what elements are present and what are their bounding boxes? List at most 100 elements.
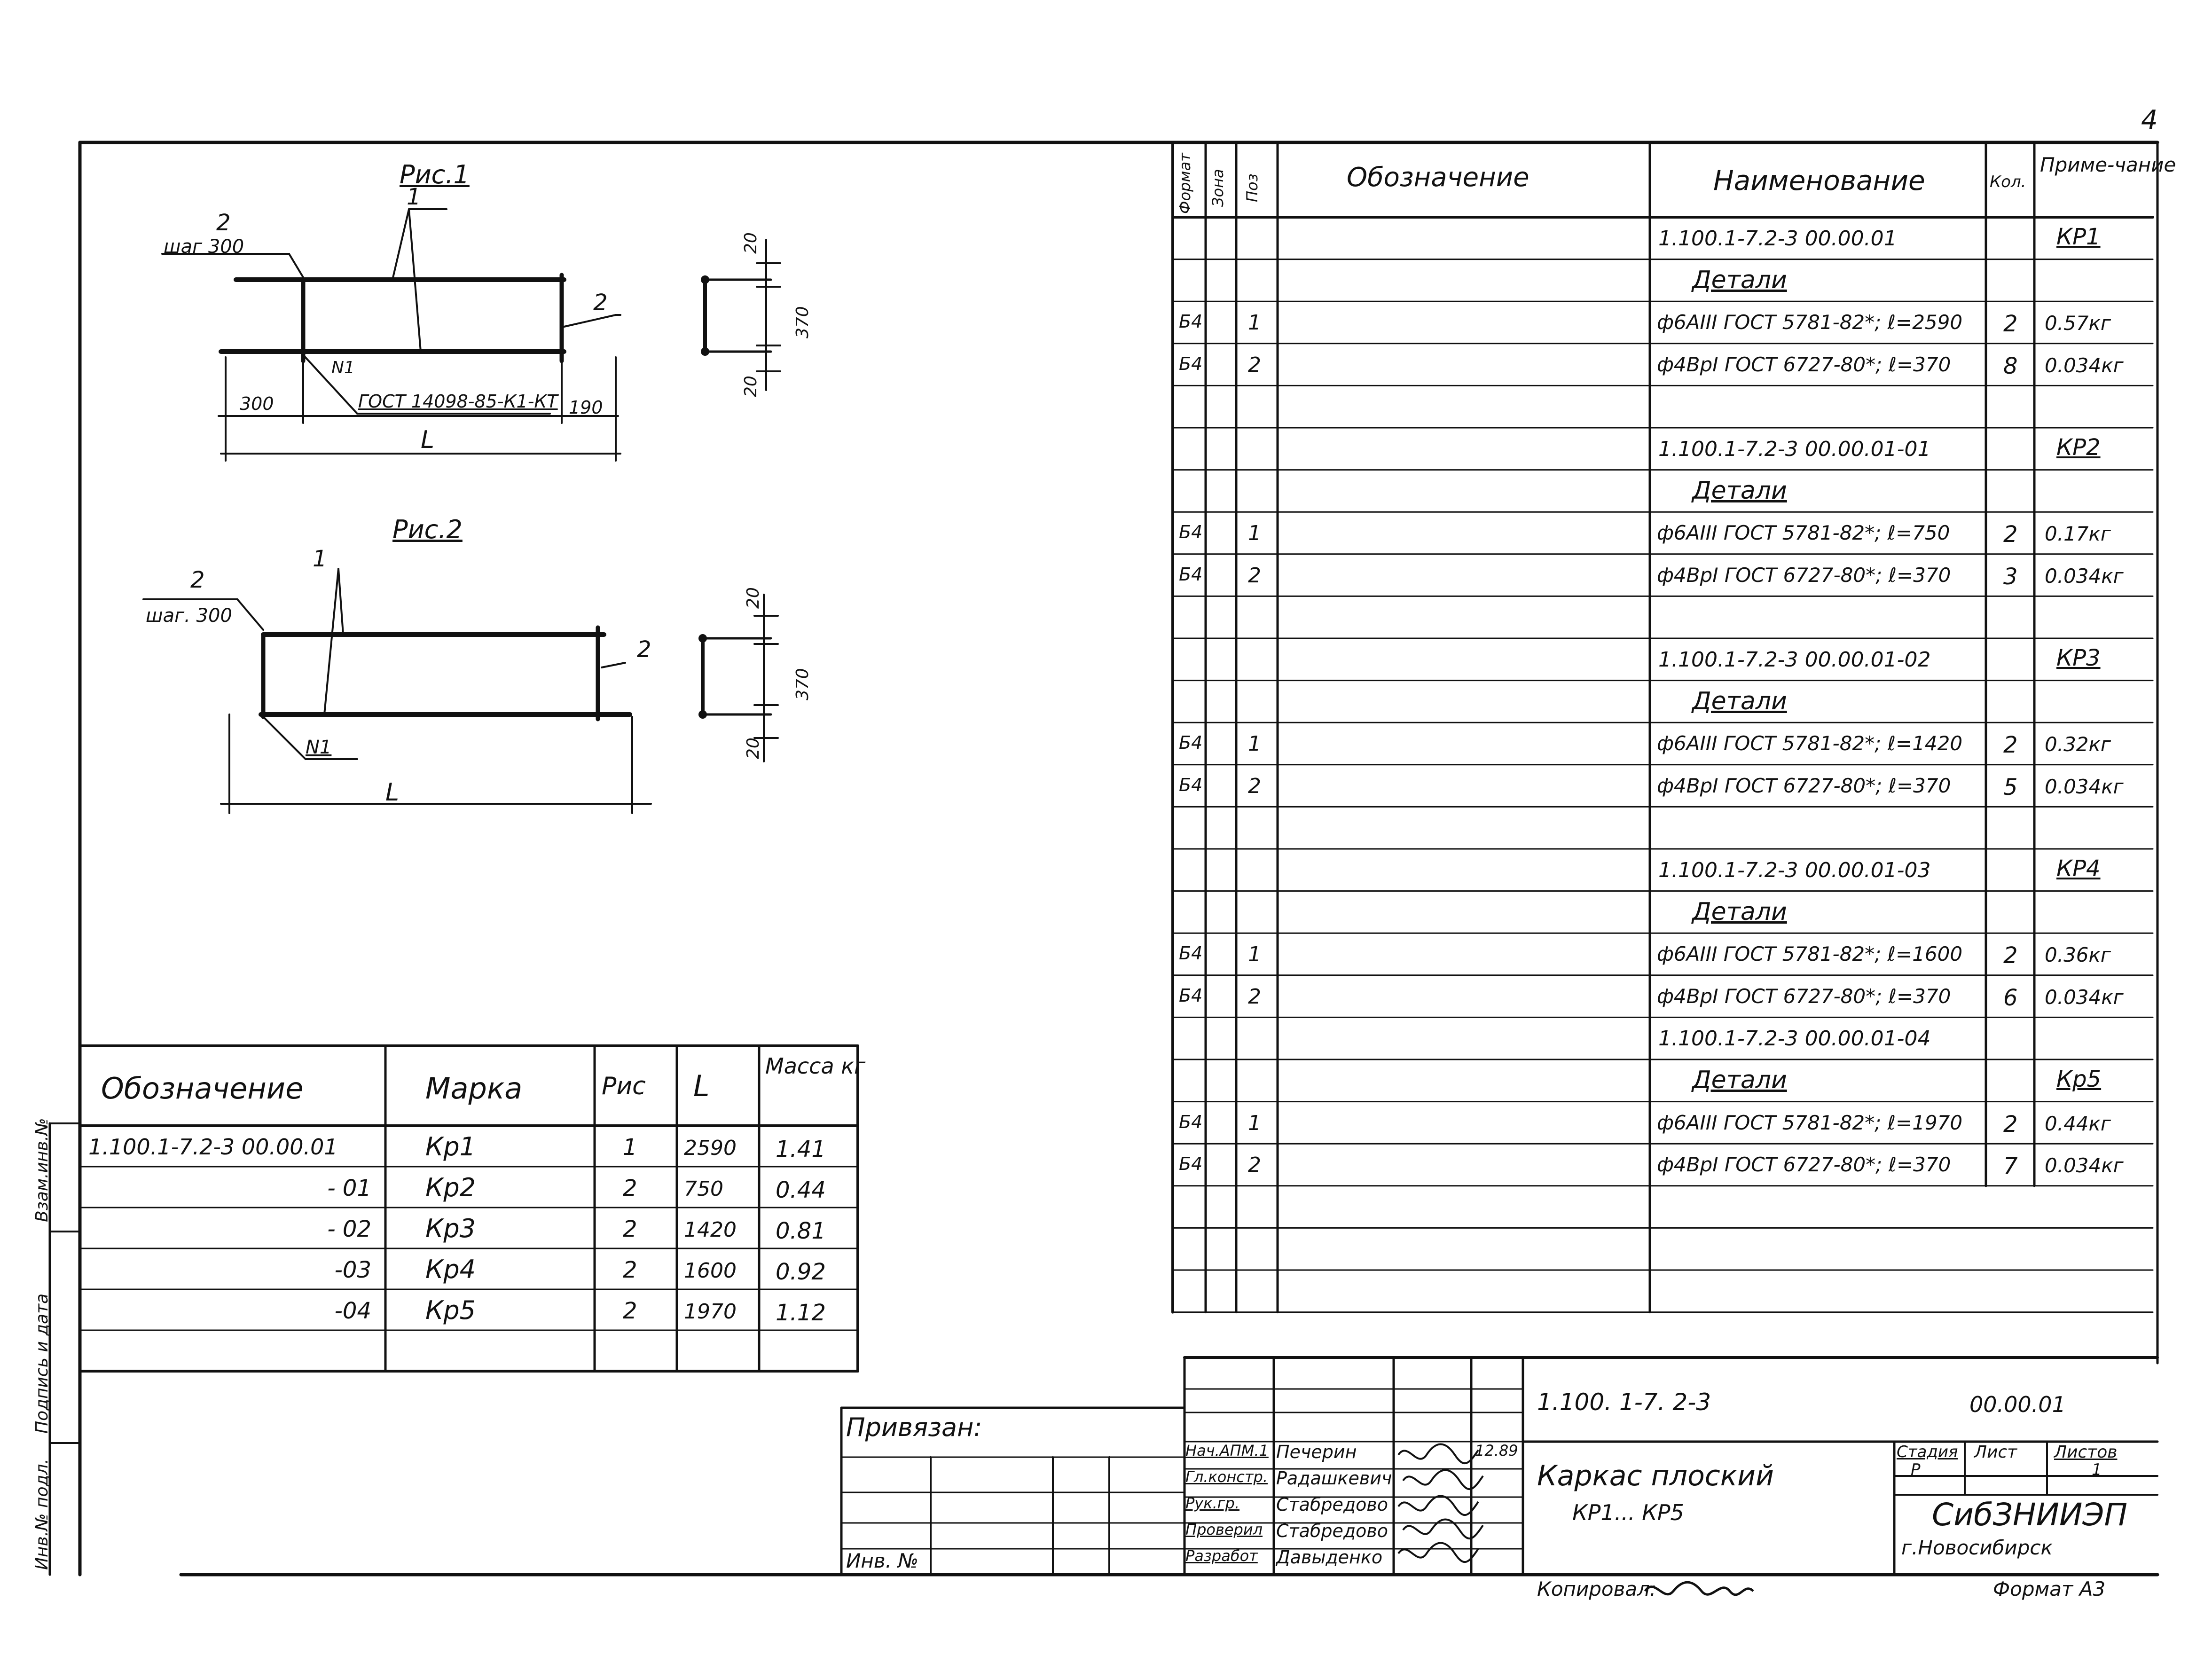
- sheet-header: Лист: [1974, 1443, 2017, 1462]
- copied-label: Копировал:: [1537, 1577, 1657, 1600]
- fig1-callout-2r: 2: [593, 290, 608, 316]
- spec-row-name: ф4ВрI ГОСТ 6727-80*; ℓ=370: [1657, 353, 1951, 376]
- fig2-callout-2r: 2: [637, 636, 651, 663]
- signature-scribble: [1397, 1443, 1479, 1465]
- spec-row-note: 0.36кг: [2045, 943, 2111, 967]
- spec-row-pos: 1: [1248, 732, 1261, 756]
- org-name: СибЗНИИЭП: [1932, 1497, 2128, 1533]
- fig2-dim-total: L: [385, 778, 399, 807]
- spec-row-section: Детали: [1692, 476, 1787, 505]
- fig2-sec-bot-dim: 20: [744, 737, 763, 759]
- leader: [262, 716, 306, 760]
- spec-row-pos: 2: [1248, 563, 1261, 588]
- fig1-sec-mid-dim: 370: [793, 306, 812, 338]
- spec-row-pos: 1: [1248, 311, 1261, 335]
- marks-row-mark: Кр2: [425, 1173, 476, 1202]
- spec-row-section: Детали: [1692, 266, 1787, 294]
- side-stamp-replace: Взам.инв.№: [32, 1118, 52, 1222]
- spec-row-format: Б4: [1179, 1153, 1203, 1175]
- spec-row-qty: 3: [2003, 563, 2018, 590]
- spec-row-note: 0.57кг: [2045, 312, 2111, 335]
- marks-row-code: - 01: [327, 1175, 371, 1201]
- sign-date: 12.89: [1475, 1442, 1518, 1459]
- marks-row-code: 1.100.1-7.2-3 00.00.01: [88, 1134, 338, 1160]
- leader: [288, 253, 304, 278]
- spec-row-pos: 2: [1248, 984, 1261, 1009]
- spec-col-zone: Зона: [1209, 169, 1227, 207]
- spec-row-format: Б4: [1179, 564, 1203, 585]
- sign-role: Нач.АПМ.1: [1185, 1442, 1269, 1459]
- leader: [601, 662, 626, 668]
- spec-row-note: 0.17кг: [2045, 522, 2111, 546]
- spec-col-name: Наименование: [1713, 165, 1925, 196]
- spec-row-assembly-mark: КР4: [2056, 855, 2101, 882]
- marks-row-mark: Кр1: [425, 1132, 476, 1161]
- spec-row-note: 0.034кг: [2045, 353, 2124, 377]
- spec-row-note: 0.32кг: [2045, 733, 2111, 756]
- sheets-value: 1: [2092, 1460, 2102, 1479]
- spec-row-assembly: 1.100.1-7.2-3 00.00.01: [1658, 227, 1897, 251]
- leader: [563, 314, 617, 328]
- spec-row-assembly-mark: КР2: [2056, 434, 2101, 461]
- marks-row-mass: 0.44: [776, 1177, 826, 1203]
- marks-row-mass: 0.92: [776, 1259, 826, 1285]
- spec-row-note: 0.034кг: [2045, 564, 2124, 588]
- signature-scribble: [1402, 1518, 1484, 1540]
- spec-row-qty: 2: [2003, 521, 2018, 548]
- signature-scribble: [1397, 1495, 1479, 1516]
- leader: [408, 208, 422, 353]
- fig1-dim-left: 300: [240, 393, 274, 414]
- marks-row-mass: 0.81: [776, 1218, 826, 1244]
- spec-row-format: Б4: [1179, 522, 1203, 543]
- fig1-sec-bot-dim: 20: [741, 376, 761, 397]
- marks-row-fig: 2: [623, 1216, 637, 1242]
- fig1-callout-2: 2: [216, 210, 231, 236]
- marks-row-fig: 2: [623, 1298, 637, 1324]
- fig2-sec-mid-dim: 370: [793, 668, 812, 700]
- leader: [337, 568, 344, 635]
- spec-row-pos: 1: [1248, 521, 1261, 546]
- marks-row-mass: 1.12: [776, 1300, 826, 1326]
- spec-row-note: 0.034кг: [2045, 775, 2124, 798]
- fig1-title: Рис.1: [400, 160, 470, 189]
- spec-row-name: ф4ВрI ГОСТ 6727-80*; ℓ=370: [1657, 563, 1951, 587]
- spec-col-note: Приме-чание: [2040, 153, 2176, 176]
- marks-col-mass: Масса кг: [765, 1053, 866, 1079]
- spec-row-pos: 2: [1248, 353, 1261, 377]
- sign-name: Стабредово: [1276, 1494, 1388, 1515]
- spec-row-assembly: 1.100.1-7.2-3 00.00.01-04: [1658, 1027, 1931, 1051]
- spec-row-section: Детали: [1692, 897, 1787, 926]
- side-stamp-signature: Подпись и дата: [32, 1293, 52, 1434]
- spec-row-qty: 5: [2003, 774, 2018, 800]
- spec-row-assembly-mark: КР3: [2056, 645, 2101, 671]
- spec-col-pos: Поз: [1243, 173, 1261, 202]
- marks-col-fig: Рис: [602, 1072, 646, 1100]
- spec-row-format: Б4: [1179, 353, 1203, 374]
- marks-row-length: 750: [684, 1177, 723, 1201]
- spec-row-format: Б4: [1179, 1111, 1203, 1132]
- fig2-sec-top-dim: 20: [744, 587, 763, 609]
- fig2-callout-2-step: шаг. 300: [146, 605, 232, 627]
- spec-row-section-mark: Кр5: [2056, 1066, 2102, 1092]
- fig2-callout-1: 1: [313, 546, 327, 572]
- sign-name: Стабредово: [1276, 1521, 1388, 1541]
- leader: [236, 598, 264, 631]
- leader: [392, 208, 410, 281]
- spec-row-qty: 8: [2003, 353, 2018, 379]
- marks-row-mass: 1.41: [776, 1136, 826, 1162]
- spec-row-note: 0.44кг: [2045, 1112, 2111, 1135]
- marks-row-fig: 2: [623, 1175, 637, 1201]
- sheets-header: Листов: [2054, 1443, 2118, 1462]
- document-subtitle: КР1... КР5: [1572, 1500, 1684, 1525]
- fig2-callout-2: 2: [190, 567, 205, 593]
- spec-row-assembly: 1.100.1-7.2-3 00.00.01-01: [1658, 437, 1931, 461]
- fig1-callout-1: 1: [407, 184, 421, 210]
- marks-col-designation: Обозначение: [101, 1071, 304, 1106]
- spec-row-assembly: 1.100.1-7.2-3 00.00.01-02: [1658, 648, 1931, 672]
- fig1-callout-2-step: шаг 300: [164, 236, 244, 258]
- fig1-weld-label: N1: [331, 358, 355, 377]
- marks-row-length: 1970: [684, 1300, 737, 1324]
- marks-row-mark: Кр4: [425, 1255, 476, 1284]
- document-suffix: 00.00.01: [1969, 1392, 2066, 1417]
